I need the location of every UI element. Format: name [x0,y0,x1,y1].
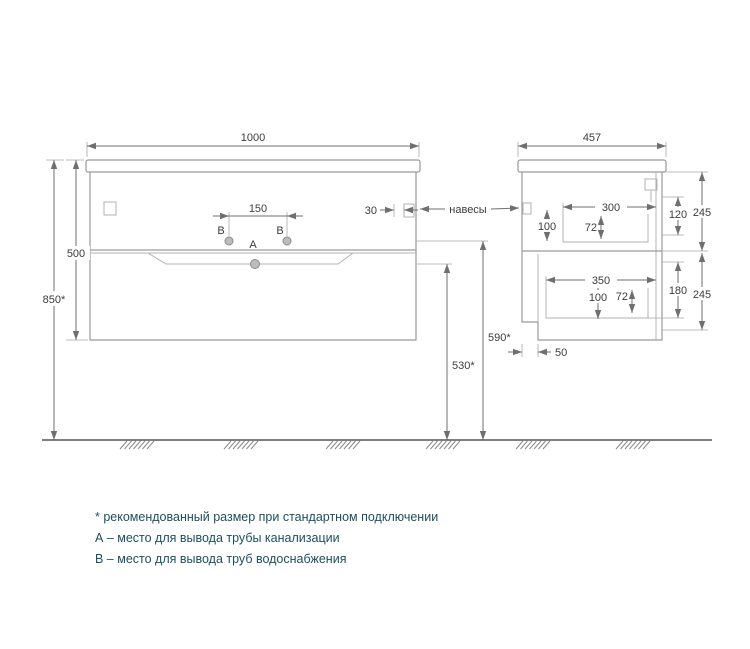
dim-bottom-gap: 180 [669,285,687,297]
dim-top-drawer-depth: 300 [602,202,620,214]
front-countertop [85,159,421,173]
dim-bottom-zone: 245 [693,289,711,301]
marker-b-right: В [276,225,283,237]
water-outlet-left [224,236,234,246]
dim-front-height: 500 [67,248,85,260]
hangers-callout: навесы [420,204,520,216]
dim-drain-height: 530* [452,360,475,372]
dim-bottom-drawer-depth: 350 [592,275,610,287]
dim-front-width: 1000 [241,132,265,144]
front-cabinet-body [89,172,417,341]
front-view: В В А 1000 500 850* 150 30 [36,132,421,440]
dim-supply-height: 590* [488,332,511,344]
dim-plinth-recess: 50 [555,347,567,359]
note-recommended: * рекомендованный размер при стандартном… [95,510,438,524]
dim-top-zone: 245 [693,207,711,219]
notes: * рекомендованный размер при стандартном… [95,510,438,566]
hangers-label: навесы [449,204,487,216]
marker-a: А [249,239,257,251]
water-outlet-right [282,236,292,246]
callout-leader-right [490,205,520,212]
drain-outlet [250,259,260,269]
dim-bottom-drawer-front: 100 [589,292,607,304]
dim-bottom-drawer-inner: 72 [616,291,628,303]
dim-top-drawer-front: 100 [538,221,556,233]
side-countertop [517,159,667,173]
side-cabinet-body [521,172,663,341]
note-supply: В – место для вывода труб водоснабжения [95,552,346,566]
connection-heights: 530* 590* [416,240,511,440]
side-hanger-front-icon [522,202,532,215]
hanger-left-icon [103,201,117,216]
dim-mount-height: 850* [43,294,66,306]
side-hanger-back-icon [644,178,658,191]
dim-outlet-spacing: 150 [249,203,267,215]
side-top-drawer-box [562,214,649,243]
dim-hanger-inset: 30 [365,205,377,217]
note-drain: А – место для вывода трубы канализации [95,531,340,545]
dim-side-depth: 457 [583,132,601,144]
dim-top-gap: 120 [669,209,687,221]
side-view: 457 300 100 72 120 245 350 100 [508,132,716,359]
marker-b-left: В [217,225,224,237]
floor-line [42,439,712,450]
dim-top-drawer-inner: 72 [585,222,597,234]
